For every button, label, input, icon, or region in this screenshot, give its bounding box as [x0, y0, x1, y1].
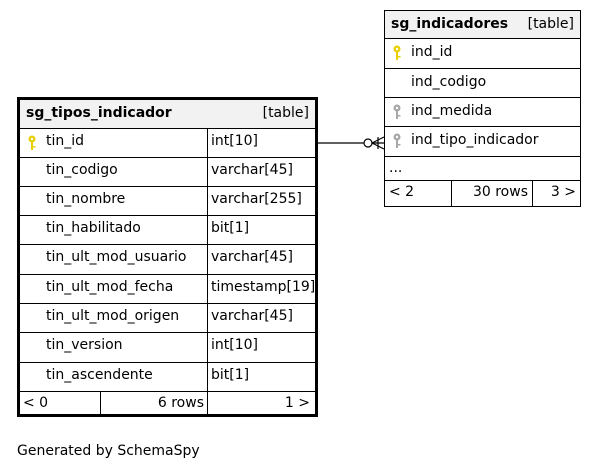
column-row-tin-ult-mod-origen[interactable]: tin_ult_mod_origen varchar[45] — [20, 304, 315, 333]
column-name: tin_version — [46, 337, 123, 353]
column-name: tin_ult_mod_usuario — [46, 249, 187, 265]
table-kind: [table] — [527, 16, 574, 32]
column-type: varchar[45] — [207, 245, 315, 274]
table-kind: [table] — [262, 105, 309, 121]
column-row-ind-tipo-indicador[interactable]: ind_tipo_indicador — [385, 127, 580, 157]
column-type: int[10] — [207, 129, 315, 157]
column-name: tin_ult_mod_fecha — [46, 279, 174, 295]
column-row-tin-ult-mod-fecha[interactable]: tin_ult_mod_fecha timestamp[19] — [20, 275, 315, 304]
parents-link[interactable]: < 2 — [389, 184, 415, 200]
column-row-tin-habilitado[interactable]: tin_habilitado bit[1] — [20, 216, 315, 245]
column-row-ind-codigo[interactable]: ind_codigo — [385, 69, 580, 98]
column-row-tin-ult-mod-usuario[interactable]: tin_ult_mod_usuario varchar[45] — [20, 245, 315, 275]
table-header[interactable]: sg_tipos_indicador [table] — [20, 100, 315, 129]
optional-marker-circle — [363, 138, 373, 148]
row-count: 6 rows — [100, 392, 207, 414]
relationship-tipo-indicador[interactable] — [318, 136, 385, 150]
primary-key-icon — [393, 45, 401, 60]
children-link[interactable]: 3 > — [532, 181, 580, 206]
column-type: varchar[45] — [207, 304, 315, 332]
table-footer: < 2 30 rows 3 > — [385, 181, 580, 206]
column-name: tin_ult_mod_origen — [46, 308, 180, 324]
column-type: varchar[45] — [207, 158, 315, 186]
column-name: tin_codigo — [46, 162, 118, 178]
primary-key-icon — [28, 135, 36, 150]
more-columns-ellipsis: ... — [389, 160, 403, 176]
column-type: timestamp[19] — [207, 275, 315, 303]
column-row-tin-nombre[interactable]: tin_nombre varchar[255] — [20, 187, 315, 216]
column-name: ind_codigo — [411, 74, 487, 90]
column-type: bit[1] — [207, 216, 315, 244]
column-name: tin_id — [46, 133, 85, 149]
generated-by-caption: Generated by SchemaSpy — [17, 443, 200, 459]
column-row-tin-codigo[interactable]: tin_codigo varchar[45] — [20, 158, 315, 187]
column-type: bit[1] — [207, 363, 315, 391]
column-row-tin-id[interactable]: tin_id int[10] — [20, 129, 315, 158]
column-type: int[10] — [207, 333, 315, 362]
table-header[interactable]: sg_indicadores [table] — [385, 11, 580, 39]
children-link[interactable]: 1 > — [207, 392, 315, 414]
column-name: tin_ascendente — [46, 367, 153, 383]
table-footer: < 0 6 rows 1 > — [20, 392, 315, 414]
table-name[interactable]: sg_indicadores — [391, 16, 509, 32]
table-sg-indicadores[interactable]: sg_indicadores [table] ind_id ind_codigo… — [384, 10, 581, 207]
crowfoot-lower — [371, 142, 385, 150]
column-row-ind-medida[interactable]: ind_medida — [385, 98, 580, 127]
parents-link[interactable]: < 0 — [23, 395, 49, 411]
foreign-key-icon — [393, 133, 401, 148]
row-count: 30 rows — [451, 181, 532, 206]
more-columns-row[interactable]: ... — [385, 157, 580, 181]
table-name[interactable]: sg_tipos_indicador — [26, 105, 172, 121]
column-name: ind_medida — [411, 103, 493, 119]
column-name: tin_habilitado — [46, 220, 141, 236]
column-row-tin-ascendente[interactable]: tin_ascendente bit[1] — [20, 363, 315, 392]
column-name: tin_nombre — [46, 191, 126, 207]
column-name: ind_tipo_indicador — [411, 132, 539, 148]
foreign-key-icon — [393, 104, 401, 119]
crowfoot-upper — [371, 136, 385, 144]
column-row-tin-version[interactable]: tin_version int[10] — [20, 333, 315, 363]
column-type: varchar[255] — [207, 187, 315, 215]
column-row-ind-id[interactable]: ind_id — [385, 39, 580, 69]
table-sg-tipos-indicador[interactable]: sg_tipos_indicador [table] tin_id int[10… — [17, 97, 318, 417]
column-name: ind_id — [411, 44, 453, 60]
